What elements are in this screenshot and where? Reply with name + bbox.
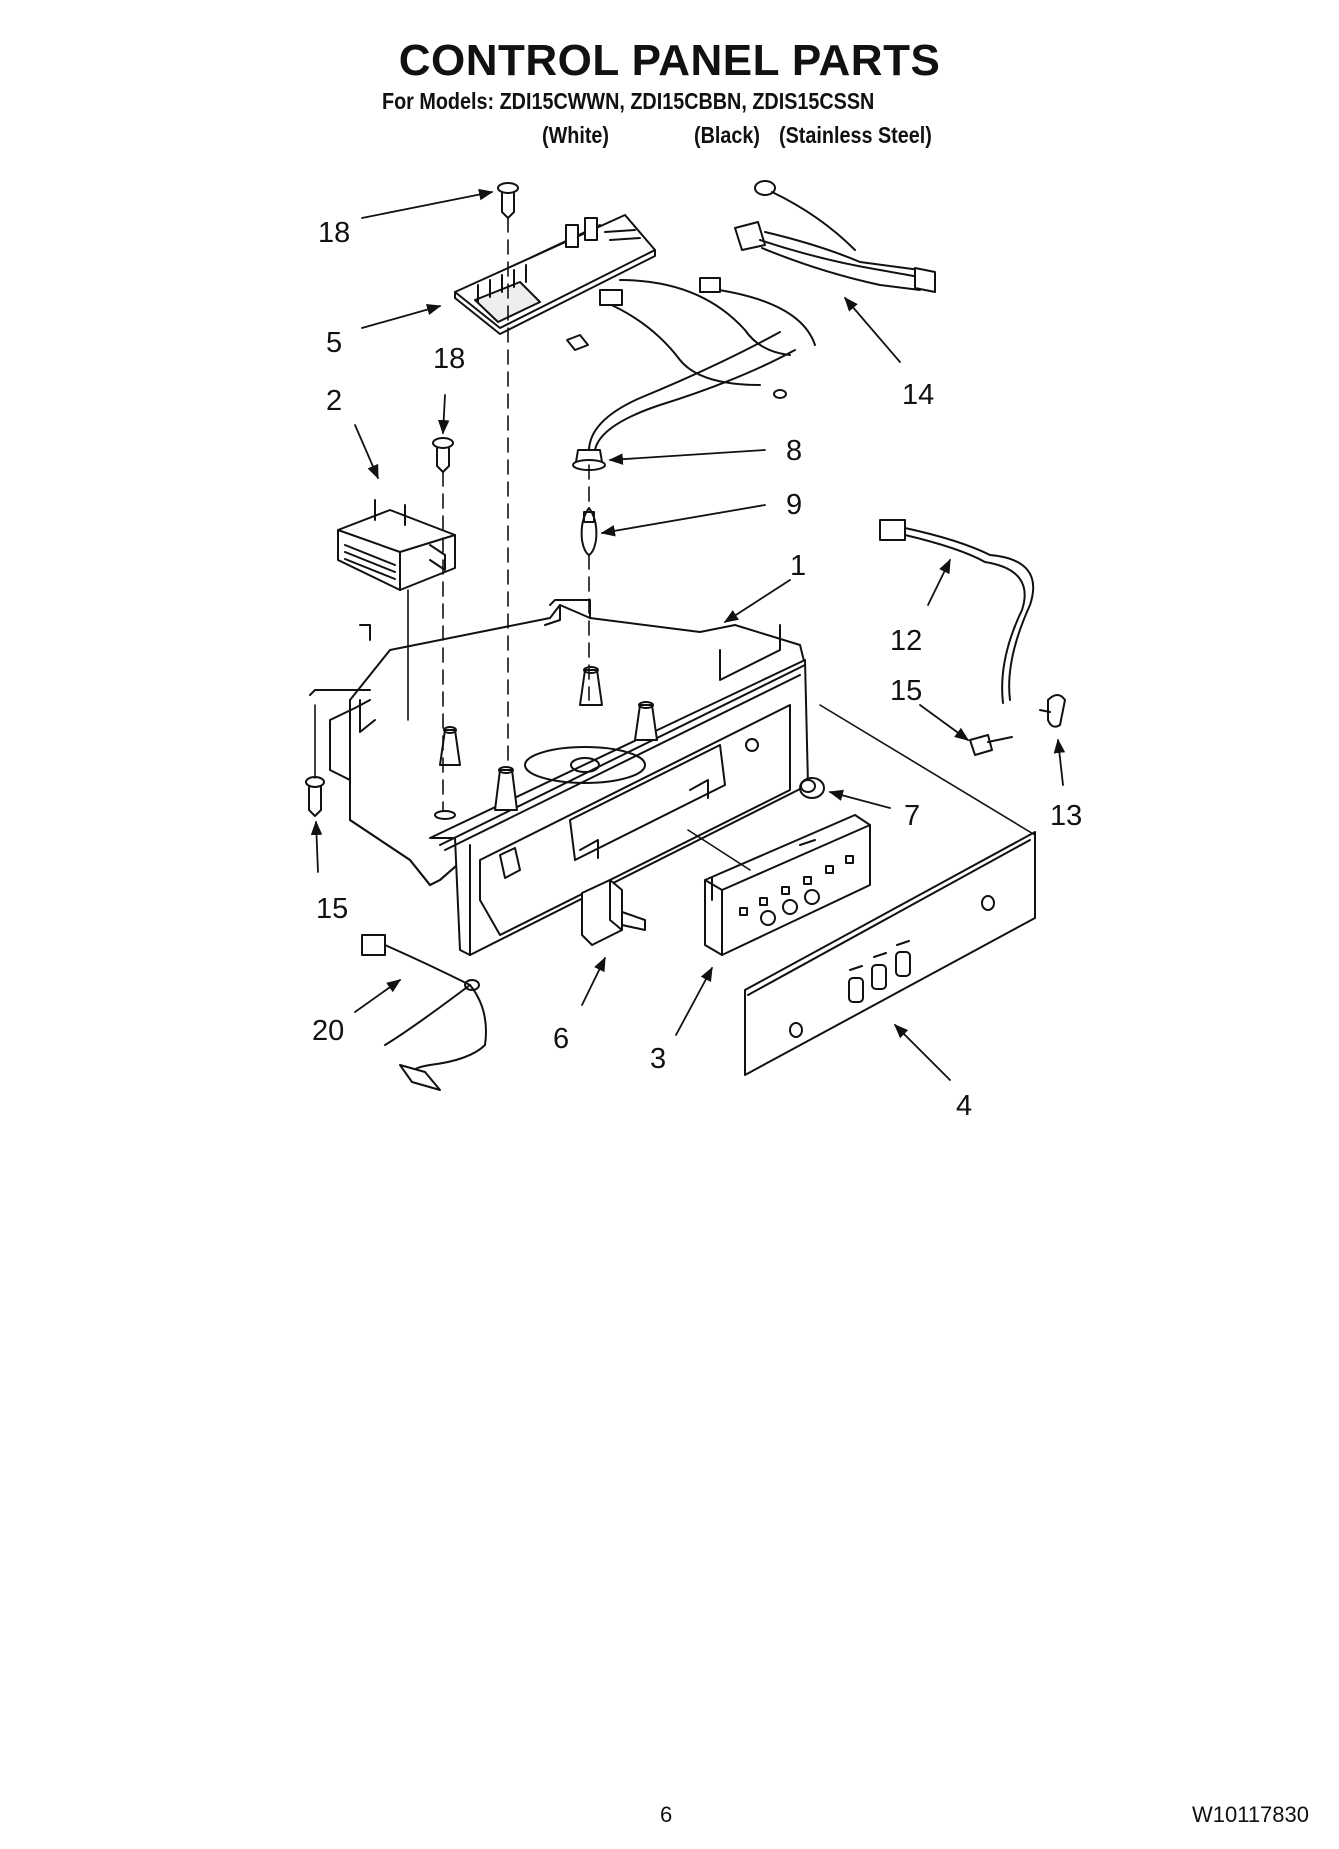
wire-harness-12	[879, 519, 1035, 704]
control-housing	[309, 599, 809, 956]
callout-arrows	[310, 188, 1066, 1081]
finish-white: (White)	[542, 122, 610, 148]
callout-15-right: 15	[890, 675, 922, 707]
leader-lines	[314, 589, 1036, 871]
callout-20: 20	[312, 1015, 344, 1047]
callout-1: 1	[790, 550, 806, 582]
screw-15-right	[969, 734, 1013, 756]
transformer	[337, 499, 456, 591]
finish-stainless: (Stainless Steel)	[779, 122, 932, 148]
screw-18-lower	[432, 437, 454, 473]
document-number: W10117830	[1191, 1802, 1309, 1827]
models-line: For Models: ZDI15CWWN, ZDI15CBBN, ZDIS15…	[382, 88, 875, 114]
callout-12: 12	[890, 625, 922, 657]
callout-15-left: 15	[316, 893, 348, 925]
thermistor-20	[361, 934, 487, 1091]
control-board	[454, 214, 656, 335]
callout-2: 2	[326, 385, 342, 417]
lamp-bulb	[580, 507, 598, 556]
callout-18-mid: 18	[433, 343, 465, 375]
callout-9: 9	[786, 489, 802, 521]
callout-8: 8	[786, 435, 802, 467]
finish-black: (Black)	[694, 122, 760, 148]
callout-6: 6	[553, 1023, 569, 1055]
wire-harness-main	[566, 277, 816, 451]
wire-harness-14	[734, 180, 936, 293]
callout-3: 3	[650, 1043, 666, 1075]
page-title: CONTROL PANEL PARTS	[398, 36, 941, 85]
ground-clip-13	[1039, 694, 1066, 728]
callout-5: 5	[326, 327, 342, 359]
screw-18-upper	[497, 182, 519, 219]
page-number: 6	[660, 1802, 673, 1827]
control-panel-overlay	[744, 831, 1036, 1076]
switch-6	[581, 879, 646, 946]
plug-7	[799, 777, 825, 799]
user-interface-board	[704, 814, 871, 956]
callout-4: 4	[956, 1090, 972, 1122]
callout-14: 14	[902, 379, 934, 411]
screw-15-left	[305, 776, 325, 817]
alignment-lines	[442, 217, 590, 811]
callout-18-top: 18	[318, 217, 350, 249]
callout-7: 7	[904, 800, 920, 832]
callout-13: 13	[1050, 800, 1082, 832]
